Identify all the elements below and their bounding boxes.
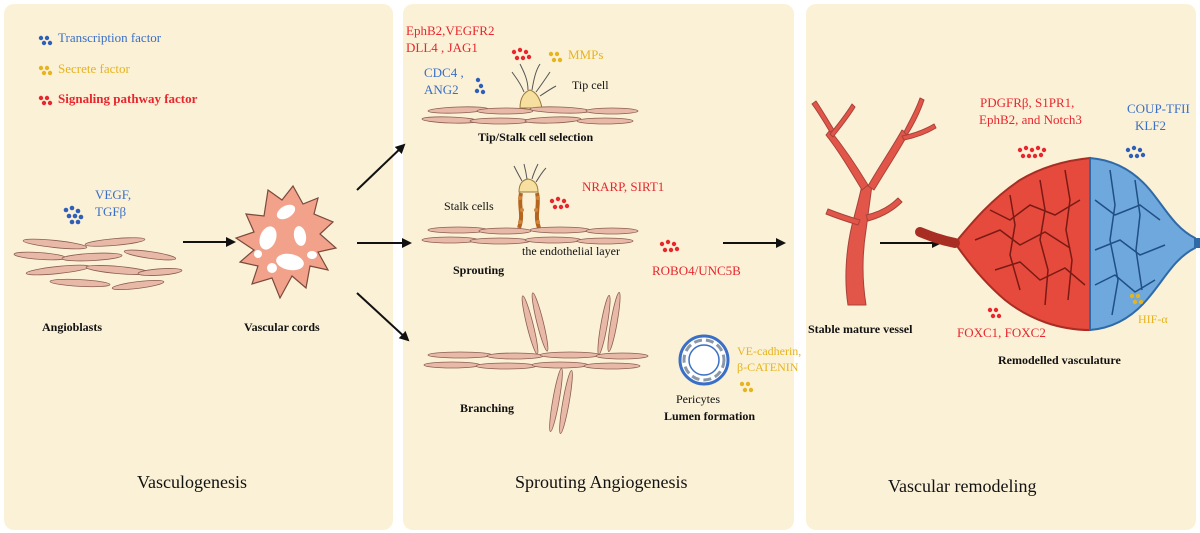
ang2-label: ANG2 xyxy=(424,82,459,97)
sprouting-endothelial-layer xyxy=(421,226,639,245)
vegf-dots-icon xyxy=(63,205,84,225)
legend-transcription-label: Transcription factor xyxy=(58,30,162,45)
ve-cadherin-label: VE-cadherin, xyxy=(737,344,802,358)
hif-dots-icon xyxy=(1129,293,1144,305)
tip-cell-label: Tip cell xyxy=(572,78,609,92)
tip-cell-shape xyxy=(511,63,557,109)
legend-secrete-dots-icon xyxy=(38,65,53,76)
stable-mature-vessel xyxy=(811,97,937,306)
pdgfr-dots-icon xyxy=(1017,145,1047,159)
vegf-label: VEGF, xyxy=(95,187,132,202)
mmps-label: MMPs xyxy=(568,47,604,62)
nrarp-dots-icon xyxy=(549,196,570,210)
tip-stalk-selection-label: Tip/Stalk cell selection xyxy=(478,130,594,144)
endothelial-layer-label: the endothelial layer xyxy=(522,244,620,258)
stable-mature-vessel-label: Stable mature vessel xyxy=(808,322,913,336)
stalk-cells-shape xyxy=(513,163,547,229)
flow-arrows xyxy=(183,143,942,342)
angioblasts-cells xyxy=(13,237,183,291)
stalk-cells-label: Stalk cells xyxy=(444,199,494,213)
legend-signaling-label: Signaling pathway factor xyxy=(58,91,198,106)
vascular-remodeling-title: Vascular remodeling xyxy=(888,476,1037,496)
foxc-label: FOXC1, FOXC2 xyxy=(957,325,1046,340)
legend-secrete-label: Secrete factor xyxy=(58,61,130,76)
cdc4-label: CDC4 , xyxy=(424,65,464,80)
ve-cadherin-dots-icon xyxy=(739,381,754,393)
tip-factors-red-line1: EphB2,VEGFR2 xyxy=(406,23,495,38)
legend-transcription-dots-icon xyxy=(38,35,53,46)
robo4-label: ROBO4/UNC5B xyxy=(652,263,741,278)
klf2-label: KLF2 xyxy=(1135,118,1167,133)
pdgfr-label-line1: PDGFRβ, S1PR1, xyxy=(980,95,1075,110)
panel-sprouting-angiogenesis xyxy=(403,4,794,530)
lumen-formation-label: Lumen formation xyxy=(664,409,755,423)
branching-cells xyxy=(423,292,649,434)
sprouting-label: Sprouting xyxy=(453,263,505,277)
branching-label: Branching xyxy=(460,401,515,415)
b-catenin-label: β-CATENIN xyxy=(737,360,799,374)
vasculogenesis-title: Vasculogenesis xyxy=(137,472,247,492)
tip-factors-red-line2: DLL4 , JAG1 xyxy=(406,40,478,55)
pericytes-label: Pericytes xyxy=(676,392,720,406)
coup-tfii-label: COUP-TFII xyxy=(1127,101,1190,116)
remodelled-vasculature xyxy=(915,156,1200,332)
hif-label: HIF-α xyxy=(1138,312,1168,326)
cdc4-dots-icon xyxy=(474,77,486,95)
foxc-dots-icon xyxy=(987,307,1002,319)
remodelled-vasculature-label: Remodelled vasculature xyxy=(998,353,1121,367)
pdgfr-label-line2: EphB2, and Notch3 xyxy=(979,112,1082,127)
vascular-cords-label: Vascular cords xyxy=(244,320,320,334)
coup-dots-icon xyxy=(1125,145,1146,159)
mmps-dots-icon xyxy=(548,51,563,63)
legend-signaling-dots-icon xyxy=(38,95,53,106)
nrarp-label: NRARP, SIRT1 xyxy=(582,179,665,194)
tip-endothelial-layer xyxy=(421,106,639,125)
sprouting-angiogenesis-title: Sprouting Angiogenesis xyxy=(515,472,688,492)
vascular-cord-shape xyxy=(234,184,338,300)
robo-dots-icon xyxy=(659,239,680,253)
tgfb-label: TGFβ xyxy=(95,204,127,219)
tip-red-dots-icon xyxy=(511,47,532,61)
lumen-formation-ring xyxy=(678,334,730,386)
angioblasts-label: Angioblasts xyxy=(42,320,103,334)
